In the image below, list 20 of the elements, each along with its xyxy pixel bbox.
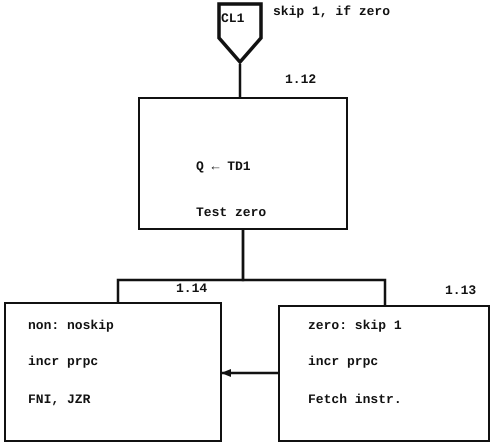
node-text: zero: skip 1 <box>308 318 402 333</box>
connector-line <box>242 230 386 305</box>
node-text: Test zero <box>196 205 266 220</box>
node-note: skip 1, if zero <box>273 4 390 19</box>
node-text: CL1 <box>221 11 244 26</box>
node-text: incr prpc <box>28 354 98 369</box>
connector-line <box>238 64 242 97</box>
step-number: 1.13 <box>445 283 476 298</box>
node-text: Q ← TD1 <box>196 159 251 174</box>
process-box <box>278 305 490 442</box>
step-number: 1.14 <box>176 281 208 296</box>
process-box <box>138 97 348 230</box>
process-box <box>4 302 222 442</box>
connector-symbol <box>217 2 263 64</box>
node-text: Fetch instr. <box>308 392 402 407</box>
node-text: FNI, JZR <box>28 392 90 407</box>
node-text: non: noskip <box>28 318 114 333</box>
step-number: 1.12 <box>285 72 316 87</box>
node-text: incr prpc <box>308 354 378 369</box>
arrow <box>221 369 278 377</box>
